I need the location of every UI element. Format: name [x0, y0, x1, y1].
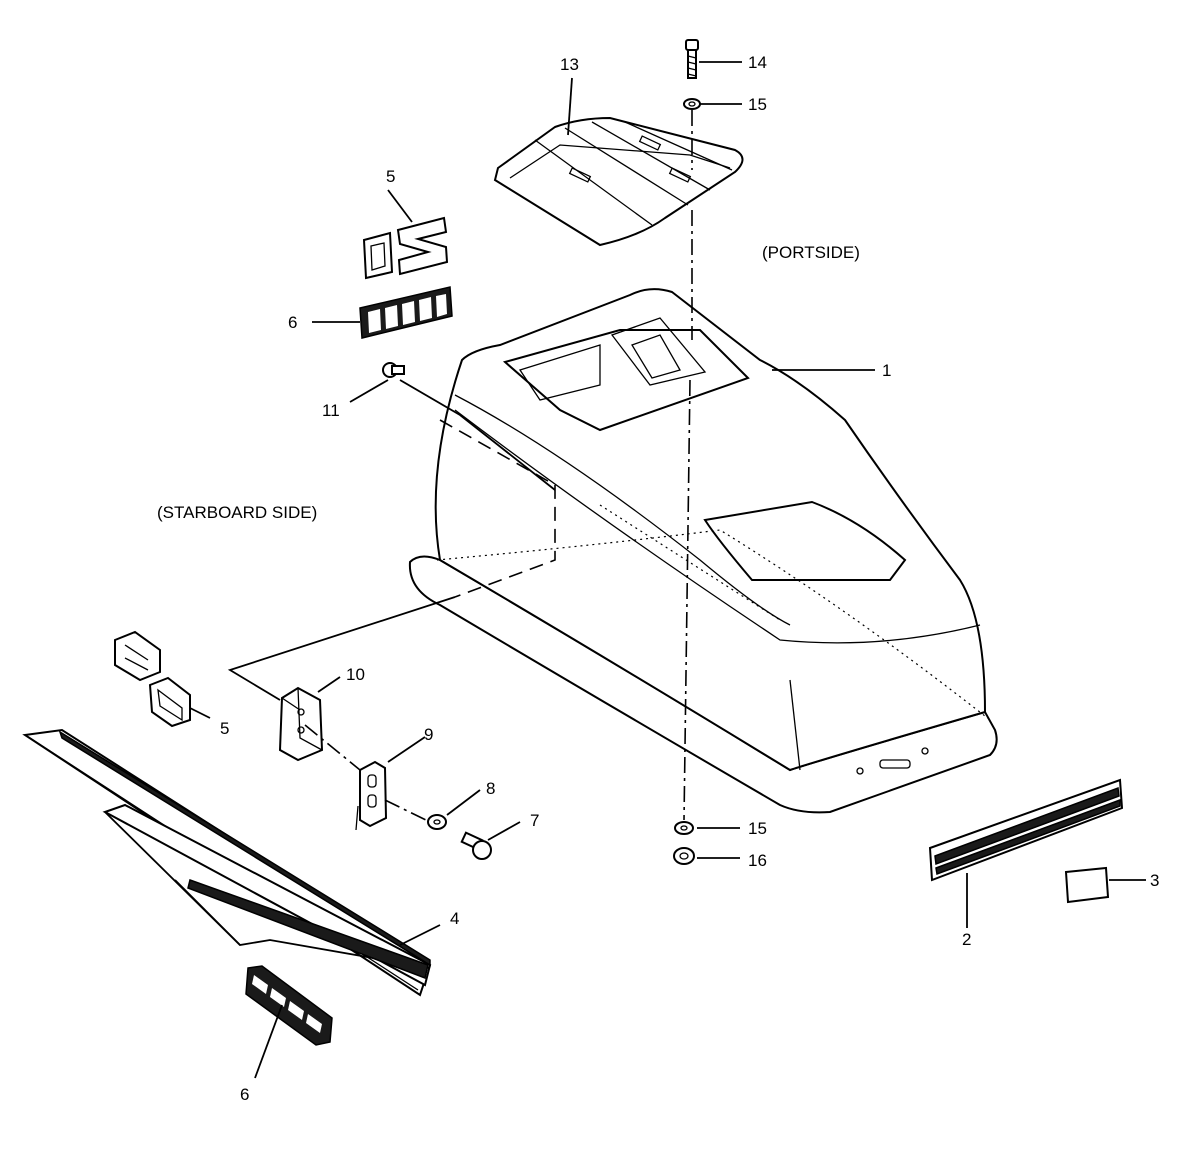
screw-7 [460, 831, 492, 860]
decal-50-lower [114, 630, 191, 728]
callout-15-bottom: 15 [748, 819, 767, 838]
washer-15-top [683, 98, 701, 110]
callout-8: 8 [486, 779, 495, 798]
callout-14: 14 [748, 53, 767, 72]
decal-force-lower [245, 965, 333, 1046]
callout-4: 4 [450, 909, 459, 928]
callout-15-top: 15 [748, 95, 767, 114]
bracket-10 [278, 686, 324, 762]
callout-6-lower: 6 [240, 1085, 249, 1104]
callout-10: 10 [346, 665, 365, 684]
decal-force-top [359, 286, 453, 339]
callout-5-lower: 5 [220, 719, 229, 738]
screw-14 [685, 39, 699, 79]
screw-11 [382, 362, 405, 378]
callout-13: 13 [560, 55, 579, 74]
top-cowl [408, 288, 998, 814]
washer-8 [427, 814, 447, 830]
callout-3: 3 [1150, 871, 1159, 890]
callout-11: 11 [322, 401, 340, 420]
side-decal-2 [928, 778, 1124, 882]
starboard-side-label: (STARBOARD SIDE) [157, 503, 317, 522]
callout-1: 1 [882, 361, 891, 380]
washer-15-bottom [674, 821, 694, 835]
callout-2: 2 [962, 930, 971, 949]
plate-9 [355, 760, 388, 831]
portside-label: (PORTSIDE) [762, 243, 860, 262]
callout-7: 7 [530, 811, 539, 830]
decal-50-top [362, 216, 449, 280]
leader-lines [189, 61, 1146, 1079]
label-sticker-3 [1064, 866, 1110, 904]
stripe-decal-4 [22, 728, 432, 997]
callout-5-top: 5 [386, 167, 395, 186]
nut-16 [673, 847, 695, 865]
callout-6-top: 6 [288, 313, 297, 332]
top-cover-plate [493, 116, 744, 247]
callout-16: 16 [748, 851, 767, 870]
callout-9: 9 [424, 725, 433, 744]
